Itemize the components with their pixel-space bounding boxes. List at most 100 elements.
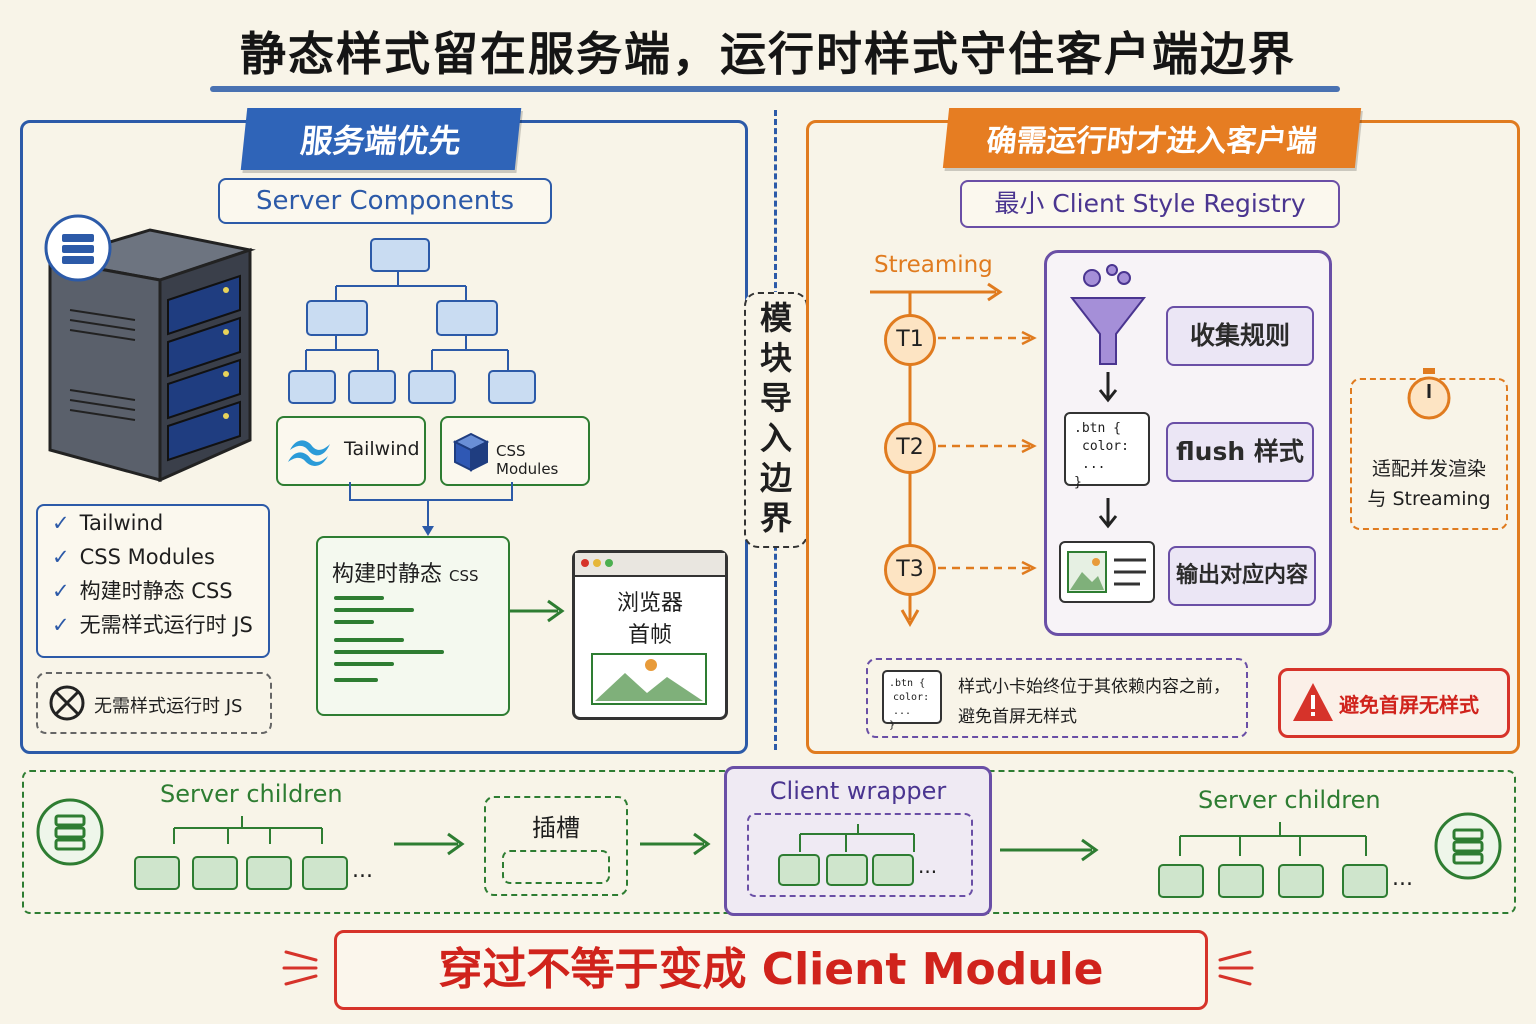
doc-css-label: CSS bbox=[449, 567, 479, 585]
tree-node bbox=[1218, 864, 1264, 898]
tree-node bbox=[246, 856, 292, 890]
concurrent-label-2: 与 Streaming bbox=[1367, 488, 1491, 510]
warning-icon bbox=[1293, 683, 1333, 721]
doc-title: 构建时静态 bbox=[332, 562, 443, 587]
tree-node bbox=[826, 854, 868, 886]
arrow-down-icon bbox=[1098, 498, 1118, 529]
tree-leaf-node bbox=[288, 370, 336, 404]
emphasis-marks-right bbox=[1218, 950, 1254, 986]
tree-node bbox=[192, 856, 238, 890]
arrow-down-icon bbox=[1098, 372, 1118, 403]
wrapped-children-tree bbox=[799, 824, 915, 852]
no-runtime-js-label: 无需样式运行时 JS bbox=[94, 696, 243, 717]
concurrent-label-1: 适配并发渲染 bbox=[1371, 458, 1486, 480]
client-wrapper-slot bbox=[747, 813, 973, 897]
checklist-item: ✓无需样式运行时 JS bbox=[52, 613, 253, 637]
tailwind-label: Tailwind bbox=[344, 438, 420, 460]
tailwind-card: Tailwind bbox=[276, 416, 426, 486]
tree-node bbox=[872, 854, 914, 886]
check-icon: ✓ bbox=[52, 579, 70, 603]
funnel-icon bbox=[1069, 264, 1147, 365]
static-css-document: 构建时静态 CSS bbox=[316, 536, 510, 716]
browser-label-1: 浏览器 bbox=[616, 591, 683, 616]
code-lines-icon bbox=[334, 596, 444, 682]
client-wrapper-box: Client wrapper bbox=[724, 766, 992, 916]
tree-node bbox=[134, 856, 180, 890]
tree-leaf-node bbox=[408, 370, 456, 404]
server-icon bbox=[36, 798, 104, 866]
ellipsis: ... bbox=[1392, 866, 1413, 891]
module-import-boundary: 模 块 导 入 边 界 bbox=[744, 292, 808, 548]
collect-rules-label: 收集规则 bbox=[1166, 306, 1314, 366]
arrow-right-icon bbox=[640, 832, 711, 856]
flush-styles-label: flush 样式 bbox=[1166, 422, 1314, 482]
no-entry-icon bbox=[49, 685, 85, 721]
page-title: 静态样式留在服务端，运行时样式守住客户端边界 bbox=[240, 27, 1296, 81]
server-rack-icon bbox=[44, 214, 256, 483]
no-runtime-js-card: 无需样式运行时 JS bbox=[36, 672, 272, 734]
slot-placeholder bbox=[502, 850, 610, 884]
checklist-item: ✓Tailwind bbox=[52, 511, 164, 535]
slot-box: 插槽 bbox=[484, 796, 628, 896]
slot-label: 插槽 bbox=[532, 814, 580, 842]
merge-connector bbox=[349, 482, 513, 536]
arrow-right-icon bbox=[1000, 838, 1099, 862]
ellipsis: ... bbox=[918, 854, 938, 878]
tree-node bbox=[436, 300, 498, 336]
timepoint-t1: T1 bbox=[884, 314, 936, 366]
note-line-2: 避免首屏无样式 bbox=[958, 707, 1077, 727]
client-style-registry-label: 最小 Client Style Registry bbox=[960, 180, 1340, 228]
client-wrapper-label: Client wrapper bbox=[769, 777, 947, 805]
timepoint-t2: T2 bbox=[884, 422, 936, 474]
server-first-banner: 服务端优先 bbox=[240, 108, 522, 170]
server-children-left-label: Server children bbox=[160, 780, 343, 808]
browser-label-2: 首帧 bbox=[627, 623, 672, 648]
emphasis-marks-left bbox=[282, 950, 318, 986]
check-icon: ✓ bbox=[52, 613, 70, 637]
tree-node bbox=[302, 856, 348, 890]
title-underline bbox=[210, 86, 1340, 92]
tailwind-icon bbox=[288, 440, 330, 466]
tree-node bbox=[306, 300, 368, 336]
check-icon: ✓ bbox=[52, 511, 70, 535]
browser-titlebar bbox=[575, 553, 725, 577]
server-children-tree-left bbox=[173, 816, 323, 844]
stopwatch-icon bbox=[1407, 368, 1451, 420]
streaming-label: Streaming bbox=[874, 252, 993, 278]
note-line-1: 样式小卡始终位于其依赖内容之前， bbox=[958, 677, 1230, 697]
server-checklist: ✓Tailwind ✓CSS Modules ✓构建时静态 CSS ✓无需样式运… bbox=[36, 504, 270, 658]
timepoint-t3: T3 bbox=[884, 544, 936, 596]
bottom-banner: 穿过不等于变成 Client Module bbox=[334, 930, 1208, 1010]
cube-icon bbox=[452, 432, 490, 472]
style-order-note: .btn { color: ... } 样式小卡始终位于其依赖内容之前， 避免首… bbox=[866, 658, 1248, 738]
mini-code-card: .btn { color: ... } bbox=[882, 670, 942, 731]
checklist-item: ✓CSS Modules bbox=[52, 545, 215, 569]
css-modules-label: CSS Modules bbox=[496, 442, 559, 478]
arrow-right-icon bbox=[508, 599, 565, 623]
server-components-label: Server Components bbox=[218, 178, 552, 224]
server-icon bbox=[1434, 812, 1502, 880]
check-icon: ✓ bbox=[52, 545, 70, 569]
tree-node bbox=[778, 854, 820, 886]
tree-node bbox=[1158, 864, 1204, 898]
code-card: .btn { color: ... } bbox=[1064, 412, 1150, 490]
tree-node bbox=[1278, 864, 1324, 898]
arrow-right-icon bbox=[394, 832, 465, 856]
output-content-label: 输出对应内容 bbox=[1168, 546, 1316, 606]
css-modules-card: CSS Modules bbox=[440, 416, 590, 486]
warning-label: 避免首屏无样式 bbox=[1339, 693, 1479, 717]
fouc-warning: 避免首屏无样式 bbox=[1278, 668, 1510, 738]
tree-leaf-node bbox=[488, 370, 536, 404]
ellipsis: ... bbox=[352, 858, 373, 883]
tree-root-node bbox=[370, 238, 430, 272]
checklist-item: ✓构建时静态 CSS bbox=[52, 579, 233, 603]
server-children-tree-right bbox=[1179, 822, 1367, 856]
concurrent-streaming-card: 适配并发渲染 与 Streaming bbox=[1350, 368, 1508, 530]
content-card-icon bbox=[1059, 541, 1155, 603]
tree-node bbox=[1342, 864, 1388, 898]
landscape-image-icon bbox=[591, 653, 707, 705]
server-children-right-label: Server children bbox=[1198, 786, 1381, 814]
component-tree bbox=[305, 270, 509, 370]
browser-window: 浏览器 首帧 bbox=[572, 550, 728, 720]
tree-leaf-node bbox=[348, 370, 396, 404]
